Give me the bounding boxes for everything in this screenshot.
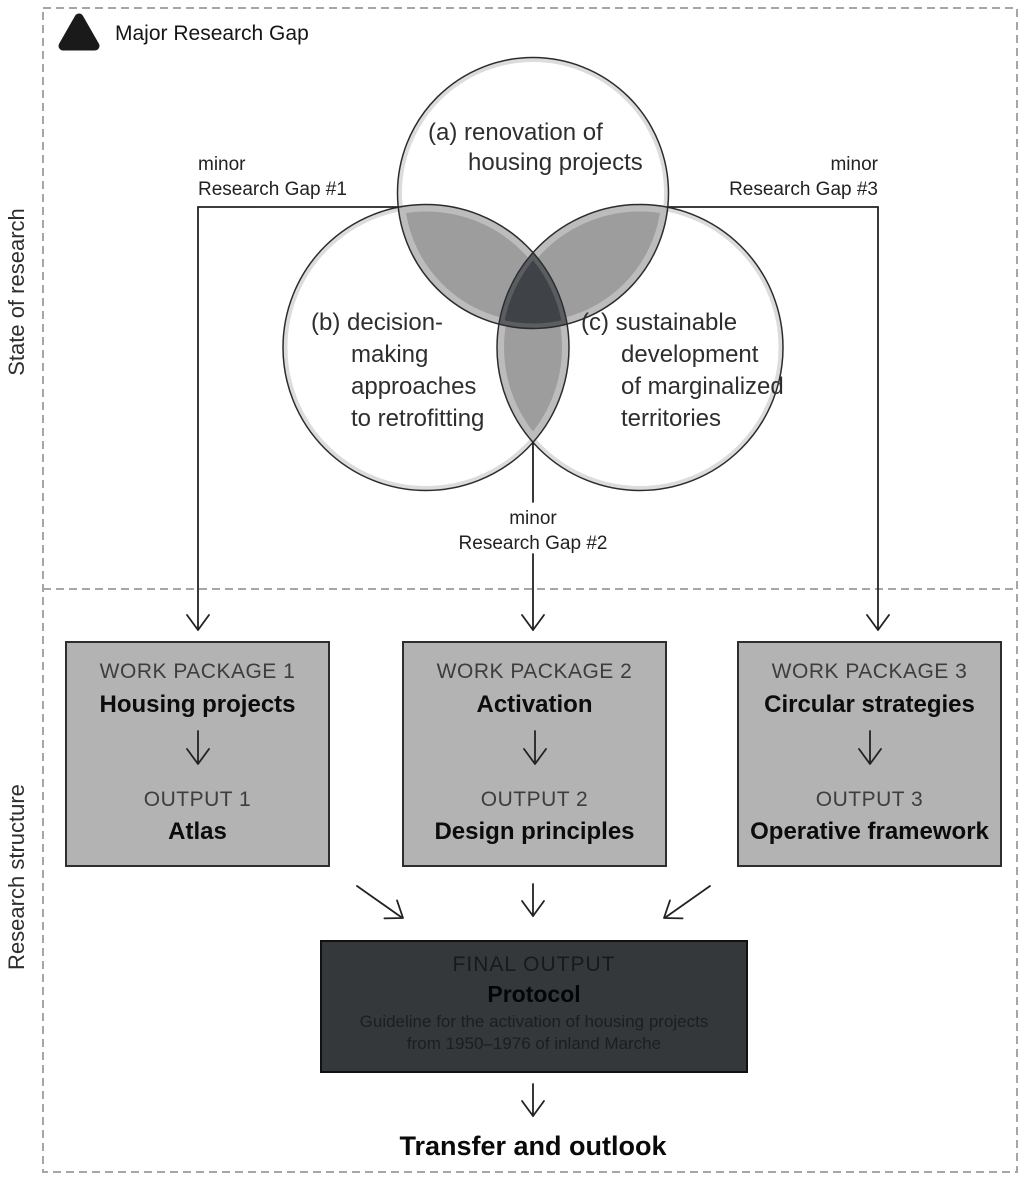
converge-right-arrowhead [663, 899, 684, 920]
wp2-down-arrow [522, 730, 547, 765]
wp3-output-title: Operative framework [750, 818, 989, 845]
wp1-title: Housing projects [99, 691, 296, 718]
gap1-arrow [186, 206, 399, 631]
converge-arrow-center [521, 883, 545, 917]
gap2-arrowhead [521, 614, 545, 631]
wp1-output-title: Atlas [168, 818, 227, 845]
converge-arrow-right [663, 885, 711, 920]
venn-diagram [282, 56, 784, 492]
work-package-1-box: WORK PACKAGE 1 Housing projects OUTPUT 1… [65, 641, 330, 867]
final-output-box: FINAL OUTPUT Protocol Guideline for the … [320, 940, 748, 1073]
section-label-research-structure: Research structure [4, 784, 29, 970]
major-research-gap-triangle-icon [58, 13, 100, 51]
venn-label-c: (c) sustainable development of marginali… [581, 309, 784, 432]
wp2-title: Activation [476, 691, 593, 718]
work-package-3-box: WORK PACKAGE 3 Circular strategies OUTPU… [737, 641, 1002, 867]
legend-label: Major Research Gap [115, 22, 309, 45]
wp3-down-arrow [857, 730, 882, 765]
venn-circle-b-outline [282, 203, 570, 492]
wp3-title: Circular strategies [764, 691, 975, 718]
wp1-output-header: OUTPUT 1 [143, 788, 252, 811]
gap3-arrow [667, 206, 890, 631]
venn-label-a: (a) renovation of housing projects [428, 119, 643, 176]
transfer-and-outlook-label: Transfer and outlook [399, 1131, 667, 1161]
wp2-output-title: Design principles [434, 818, 635, 845]
gap1-arrowhead [186, 614, 210, 631]
gap2-arrow [521, 442, 545, 631]
transfer-arrow [521, 1083, 545, 1117]
wp1-down-arrow [185, 730, 210, 765]
section-label-state-of-research: State of research [4, 208, 29, 376]
wp2-output-header: OUTPUT 2 [480, 788, 589, 811]
converge-center-arrowhead [521, 900, 545, 917]
gap3-arrowhead [866, 614, 890, 631]
transfer-arrowhead [521, 1100, 545, 1117]
venn-circle-a-outline [396, 56, 670, 330]
wp3-output-header: OUTPUT 3 [815, 788, 924, 811]
final-output-subtitle: Guideline for the activation of housing … [359, 1012, 709, 1053]
minor-gap-1-label: minor Research Gap #1 [198, 154, 347, 200]
minor-gap-3-label: minor Research Gap #3 [729, 154, 878, 200]
venn-label-b: (b) decision- making approaches to retro… [311, 309, 485, 432]
wp1-header: WORK PACKAGE 1 [99, 660, 296, 683]
wp2-header: WORK PACKAGE 2 [436, 660, 633, 683]
converge-arrow-left [356, 885, 404, 920]
converge-left-arrowhead [383, 899, 404, 920]
final-output-header: FINAL OUTPUT [452, 953, 616, 976]
work-package-2-box: WORK PACKAGE 2 Activation OUTPUT 2 Desig… [402, 641, 667, 867]
wp3-header: WORK PACKAGE 3 [771, 660, 968, 683]
minor-gap-2-label: minor Research Gap #2 [458, 508, 608, 554]
venn-circle-c-outline [496, 203, 784, 492]
final-output-title: Protocol [487, 981, 581, 1007]
